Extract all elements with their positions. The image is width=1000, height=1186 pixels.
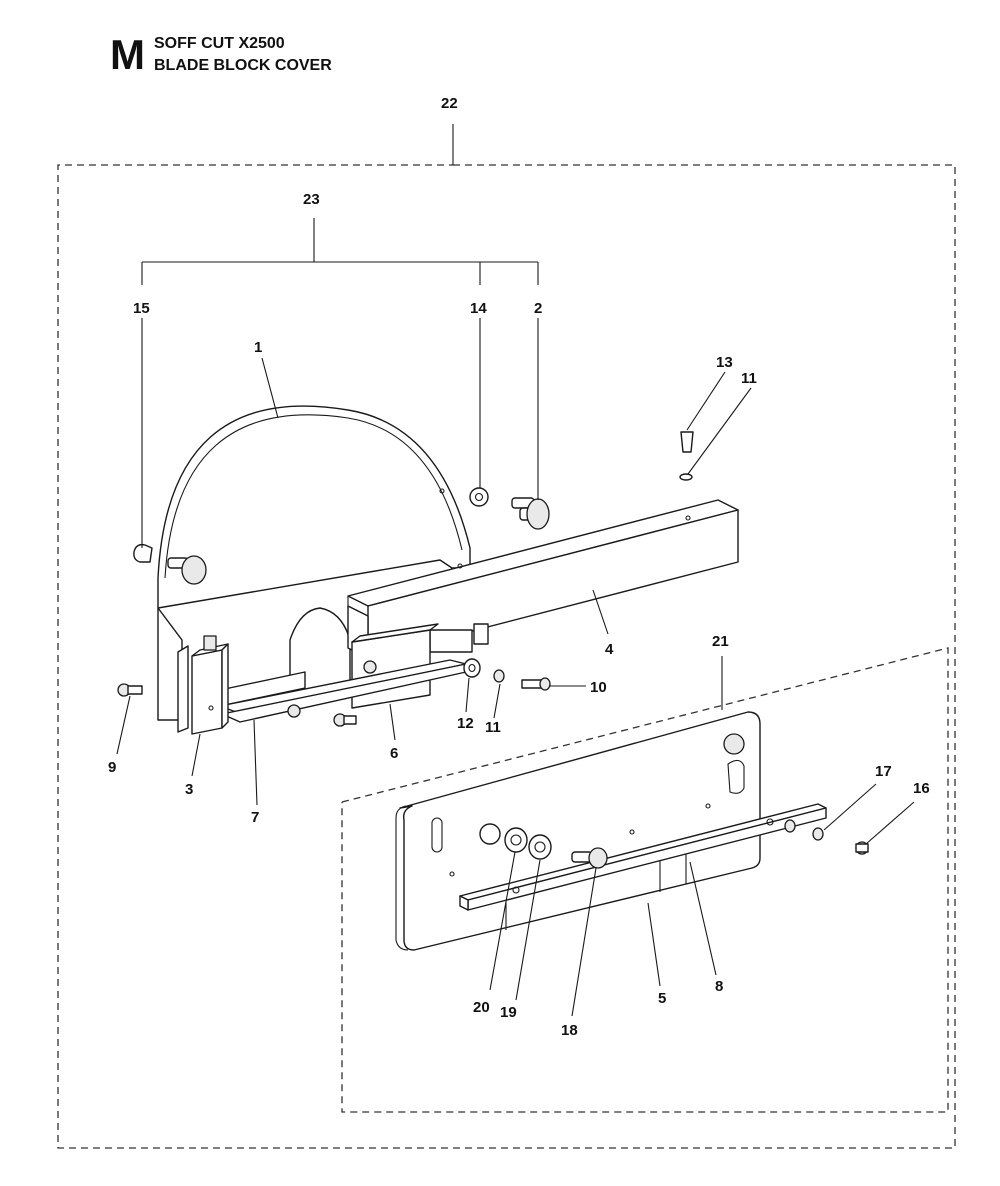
part-11-oring-top	[679, 473, 693, 481]
label-11-mid: 11	[485, 719, 501, 736]
label-4: 4	[605, 641, 614, 658]
assembly-21-boundary	[341, 647, 949, 1113]
screw-lower	[333, 713, 357, 727]
label-7: 7	[251, 809, 259, 826]
kit-23-bracket	[141, 218, 539, 285]
part-10-bolt	[521, 677, 551, 691]
part-7-channel	[219, 659, 467, 723]
part-11-nut	[493, 669, 505, 683]
part-17-nut	[812, 827, 824, 841]
part-12-washer	[463, 658, 481, 678]
label-10: 10	[590, 679, 607, 696]
label-3: 3	[185, 781, 193, 798]
small-nut-right	[784, 819, 796, 833]
part-15-clip	[133, 543, 153, 563]
label-13: 13	[716, 354, 733, 371]
part-14-washer	[469, 487, 489, 507]
part-number-labels: 22 23 15 14 2 1 13 11 4 21 10 12 11 6 9 …	[108, 95, 930, 1039]
part-9-screw	[117, 683, 143, 697]
part-knob-left	[167, 555, 207, 585]
label-15: 15	[133, 300, 150, 317]
part-21-base-plate	[395, 711, 827, 951]
label-8: 8	[715, 978, 723, 995]
label-17: 17	[875, 763, 892, 780]
part-3-block	[177, 635, 229, 735]
section-title: BLADE BLOCK COVER	[154, 57, 332, 74]
label-22: 22	[441, 95, 458, 112]
label-11-top: 11	[741, 370, 757, 387]
label-14: 14	[470, 300, 487, 317]
label-23: 23	[303, 191, 320, 208]
label-21: 21	[712, 633, 729, 650]
assembly-22-boundary	[57, 124, 956, 1149]
label-6: 6	[390, 745, 398, 762]
leader-lines	[116, 318, 915, 1017]
part-2-knob	[511, 497, 550, 530]
label-9: 9	[108, 759, 116, 776]
label-1: 1	[254, 339, 262, 356]
part-16-screw	[855, 841, 869, 855]
label-20: 20	[473, 999, 490, 1016]
part-13-fitting	[680, 431, 694, 453]
label-12: 12	[457, 715, 474, 732]
label-19: 19	[500, 1004, 517, 1021]
section-letter: M	[110, 31, 145, 78]
label-2: 2	[534, 300, 542, 317]
model-name: SOFF CUT X2500	[154, 35, 285, 52]
label-16: 16	[913, 780, 930, 797]
part-1-blade-guard	[157, 405, 471, 721]
label-18: 18	[561, 1022, 578, 1039]
label-5: 5	[658, 990, 666, 1007]
